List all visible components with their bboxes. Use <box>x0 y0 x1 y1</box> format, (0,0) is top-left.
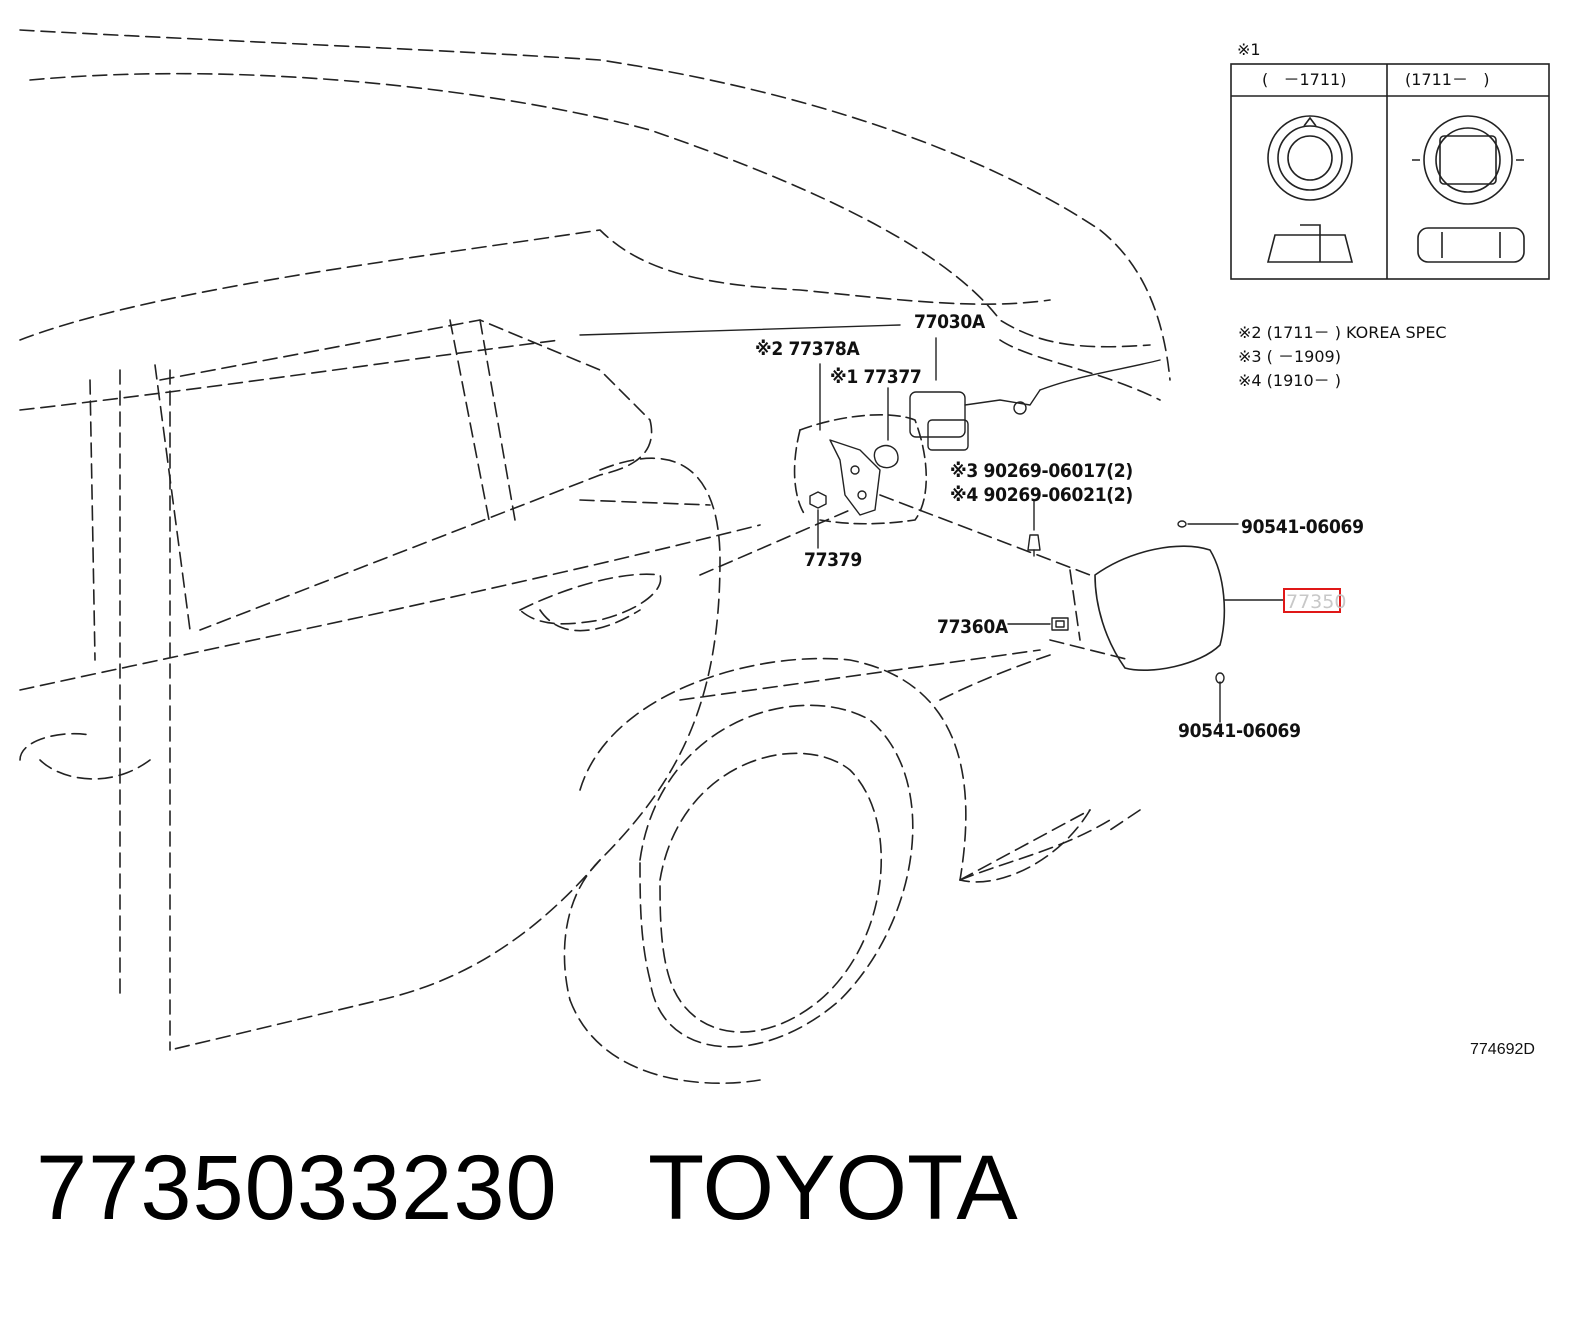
car-body-hidden-lines <box>19 29 1171 1084</box>
note-4: ※4 (1910－ ) <box>1238 371 1341 390</box>
screw-90269 <box>1027 534 1041 557</box>
figure-number: 774692D <box>1470 1041 1535 1058</box>
leader-lines <box>579 324 1284 723</box>
grommet-new-icon <box>1412 115 1525 263</box>
part-number: 7735033230 <box>36 1137 558 1239</box>
inset-header-right: (1711－ ) <box>1405 70 1490 89</box>
grommet-old-icon <box>1266 115 1354 263</box>
note-2: ※2 (1711－ ) KOREA SPEC <box>1238 323 1447 342</box>
clip-90541-top <box>1177 520 1187 528</box>
label-90541-06069-bottom[interactable]: 90541-06069 <box>1178 720 1301 742</box>
inset-marker: ※1 <box>1237 40 1261 59</box>
actuator-77030A <box>909 359 1161 451</box>
label-77379[interactable]: 77379 <box>804 549 862 571</box>
label-90541-06069-top[interactable]: 90541-06069 <box>1241 516 1364 538</box>
label-90269-06021[interactable]: ※4 90269-06021(2) <box>950 484 1133 506</box>
nut-77379 <box>809 491 827 509</box>
label-77360A[interactable]: 77360A <box>937 616 1008 638</box>
fuel-lid-housing <box>793 414 927 525</box>
label-77378A[interactable]: ※2 77378A <box>755 338 860 360</box>
label-77350: 77350 <box>1286 591 1347 613</box>
inset-header-left: ( －1711) <box>1262 70 1347 89</box>
highlight-77350[interactable]: 77350 <box>1283 588 1346 613</box>
inset-box <box>1230 63 1550 280</box>
hinge-77360A <box>1051 617 1069 631</box>
fuel-lid <box>1094 545 1226 671</box>
bushing-77377 <box>873 444 899 469</box>
label-77030A[interactable]: 77030A <box>914 311 985 333</box>
note-3: ※3 ( －1909) <box>1238 347 1341 366</box>
clip-90541-bottom <box>1215 672 1225 684</box>
bracket-77378A <box>829 439 881 516</box>
label-77377[interactable]: ※1 77377 <box>830 366 922 388</box>
label-90269-06017[interactable]: ※3 90269-06017(2) <box>950 460 1133 482</box>
brand-name: TOYOTA <box>648 1137 1018 1239</box>
